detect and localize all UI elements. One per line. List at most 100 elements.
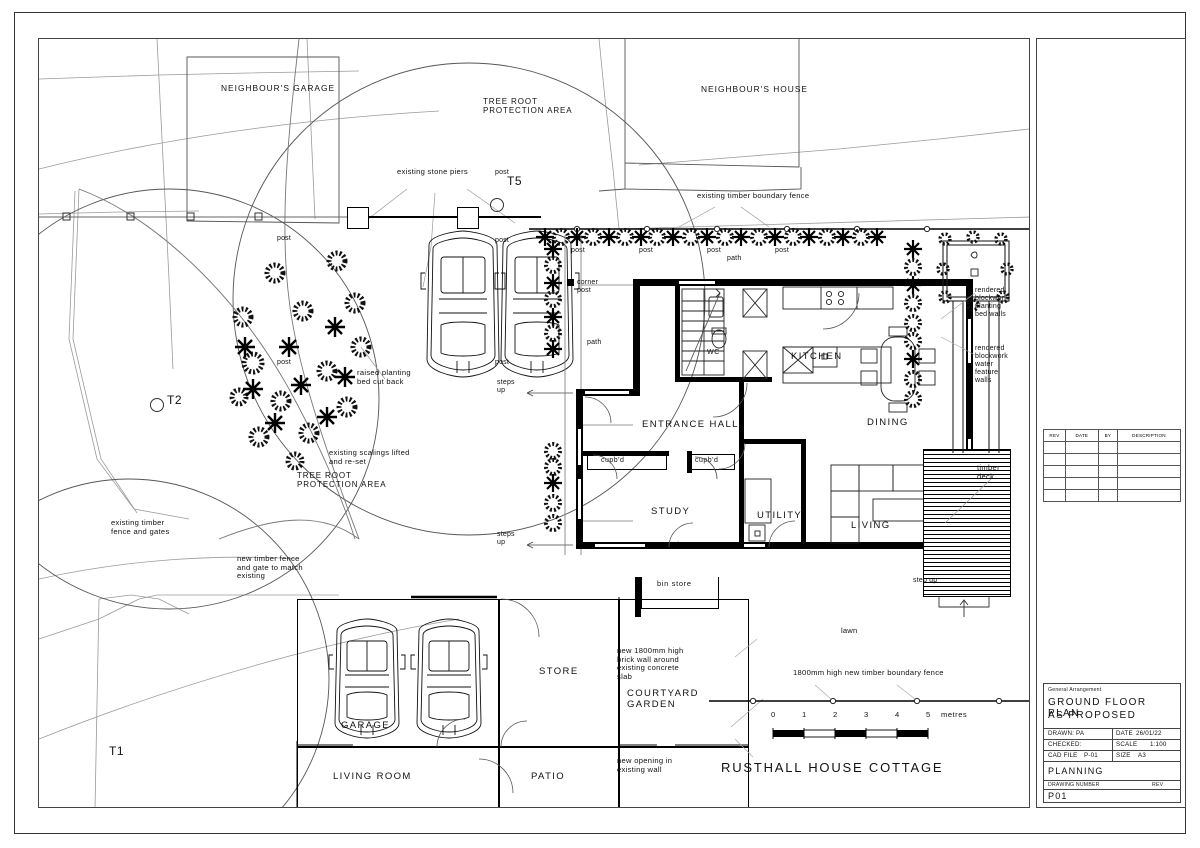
revision-header-0: REV bbox=[1043, 429, 1066, 442]
label-existing-timber-boundary-fence: existing timber boundary fence bbox=[697, 191, 810, 200]
revision-cell bbox=[1116, 441, 1182, 454]
revision-cell bbox=[1116, 489, 1182, 502]
partition-cupbd-divider bbox=[687, 451, 692, 473]
revision-cell bbox=[1043, 453, 1066, 466]
parked-car-garage-2 bbox=[410, 618, 488, 739]
revision-header-1: DATE bbox=[1064, 429, 1099, 442]
house-wall-east bbox=[966, 279, 973, 549]
label-post-1: post bbox=[277, 235, 292, 242]
title-block-title-line1: GROUND FLOOR PLAN bbox=[1048, 697, 1147, 719]
rev-label: REV bbox=[1152, 782, 1164, 788]
label-raised-planting-bed: raised planting bed cut back bbox=[357, 368, 411, 386]
revision-cell bbox=[1097, 489, 1118, 502]
label-new-timber-boundary-fence: 1800mm high new timber boundary fence bbox=[793, 668, 944, 677]
date-value: 26/01/22 bbox=[1136, 730, 1162, 737]
label-bin-store: bin store bbox=[657, 579, 692, 588]
label-path-top: path bbox=[727, 255, 742, 262]
label-tree-t1: T1 bbox=[109, 744, 125, 758]
planting-strip-east bbox=[904, 240, 922, 408]
title-block-caption: General Arrangement bbox=[1048, 687, 1102, 693]
window-east-1 bbox=[967, 319, 972, 363]
parked-car-garage-1 bbox=[328, 618, 406, 739]
partition-utility-east bbox=[801, 439, 806, 549]
revision-row bbox=[1043, 441, 1182, 454]
garage-room bbox=[297, 599, 499, 747]
stone-pier-2 bbox=[457, 207, 479, 229]
revision-row bbox=[1043, 477, 1182, 490]
label-study: STUDY bbox=[651, 506, 691, 517]
label-tree-t2: T2 bbox=[167, 393, 183, 407]
label-lawn: lawn bbox=[841, 626, 858, 635]
drawing-title-main: RUSTHALL HOUSE COTTAGE bbox=[721, 760, 944, 775]
partition-hall-kitchen bbox=[675, 286, 680, 382]
window-south-1 bbox=[595, 543, 645, 548]
revision-cell bbox=[1043, 441, 1066, 454]
label-living: LIVING bbox=[851, 520, 891, 531]
label-new-timber-fence-gate: new timber fence and gate to match exist… bbox=[237, 554, 303, 581]
hall-cupboards bbox=[742, 288, 768, 380]
survey-linework bbox=[39, 39, 1029, 807]
label-neighbours-garage: NEIGHBOUR'S GARAGE bbox=[221, 83, 336, 93]
planting-strip-left bbox=[544, 240, 562, 358]
size-label: SIZE bbox=[1116, 752, 1131, 759]
timber-deck bbox=[923, 449, 1011, 597]
label-utility: UTILITY bbox=[757, 510, 803, 521]
label-post-3: post bbox=[495, 237, 510, 244]
scale-tick-2: 2 bbox=[833, 710, 838, 719]
date-label: DATE bbox=[1116, 730, 1133, 737]
revision-row bbox=[1043, 489, 1182, 502]
scale-label: SCALE bbox=[1116, 741, 1138, 748]
title-block-panel: General Arrangement GROUND FLOOR PLAN AS… bbox=[1043, 683, 1181, 803]
label-existing-stone-piers: existing stone piers bbox=[397, 167, 469, 176]
tree-symbol-t5 bbox=[490, 198, 504, 212]
revision-table-body bbox=[1043, 441, 1182, 502]
label-garage: GARAGE bbox=[341, 720, 391, 731]
label-patio: PATIO bbox=[531, 771, 566, 782]
revision-cell bbox=[1097, 453, 1118, 466]
label-post-6: post bbox=[639, 247, 654, 254]
label-existing-timber-fence-gates: existing timber fence and gates bbox=[111, 518, 170, 536]
entrance-door-opening bbox=[585, 390, 629, 395]
revision-row bbox=[1043, 453, 1182, 466]
water-feature-walls bbox=[936, 230, 1014, 453]
label-tree-root-protection-left: TREE ROOT PROTECTION AREA bbox=[297, 471, 387, 490]
label-post-7: post bbox=[707, 247, 722, 254]
label-dining: DINING bbox=[867, 417, 909, 428]
revision-cell bbox=[1064, 489, 1099, 502]
step-up-symbol bbox=[938, 597, 990, 617]
revision-cell bbox=[1116, 453, 1182, 466]
house-wall-south bbox=[576, 542, 973, 549]
label-living-room: LIVING ROOM bbox=[333, 771, 412, 782]
label-rendered-planting-bed-walls: rendered blockwork planting bed walls bbox=[975, 287, 1008, 319]
revision-cell bbox=[1043, 465, 1066, 478]
window-south-2 bbox=[739, 543, 765, 548]
scale-value: 1:100 bbox=[1150, 741, 1167, 748]
scale-unit: metres bbox=[941, 710, 968, 719]
parked-car-drive-2 bbox=[494, 230, 580, 378]
label-new-brick-wall: new 1800mm high brick wall around existi… bbox=[617, 646, 684, 682]
partition-hall-north bbox=[680, 377, 772, 382]
drawing-number-value: P01 bbox=[1048, 791, 1068, 801]
revision-cell bbox=[1064, 453, 1099, 466]
revision-header-2: BY bbox=[1097, 429, 1118, 442]
bin-store-box bbox=[641, 577, 719, 609]
label-post-2: post bbox=[277, 359, 292, 366]
new-boundary-fence bbox=[709, 684, 1029, 705]
label-path-left: path bbox=[587, 339, 602, 346]
leaders-rendered-walls bbox=[940, 292, 976, 356]
label-entrance-hall: ENTRANCE HALL bbox=[642, 419, 739, 430]
tree-symbol-t2 bbox=[150, 398, 164, 412]
title-block-status: PLANNING bbox=[1048, 766, 1104, 776]
drawn-label: DRAWN: bbox=[1048, 730, 1075, 737]
revision-cell bbox=[1064, 477, 1099, 490]
label-cupboard-1: cupb'd bbox=[601, 457, 625, 464]
site-plan-frame: NEIGHBOUR'S GARAGE NEIGHBOUR'S HOUSE TRE… bbox=[38, 38, 1030, 808]
drawing-number-label: DRAWING NUMBER bbox=[1048, 782, 1100, 788]
cupboard-box-2 bbox=[691, 454, 735, 470]
label-tree-root-protection-top: TREE ROOT PROTECTION AREA bbox=[483, 97, 573, 116]
